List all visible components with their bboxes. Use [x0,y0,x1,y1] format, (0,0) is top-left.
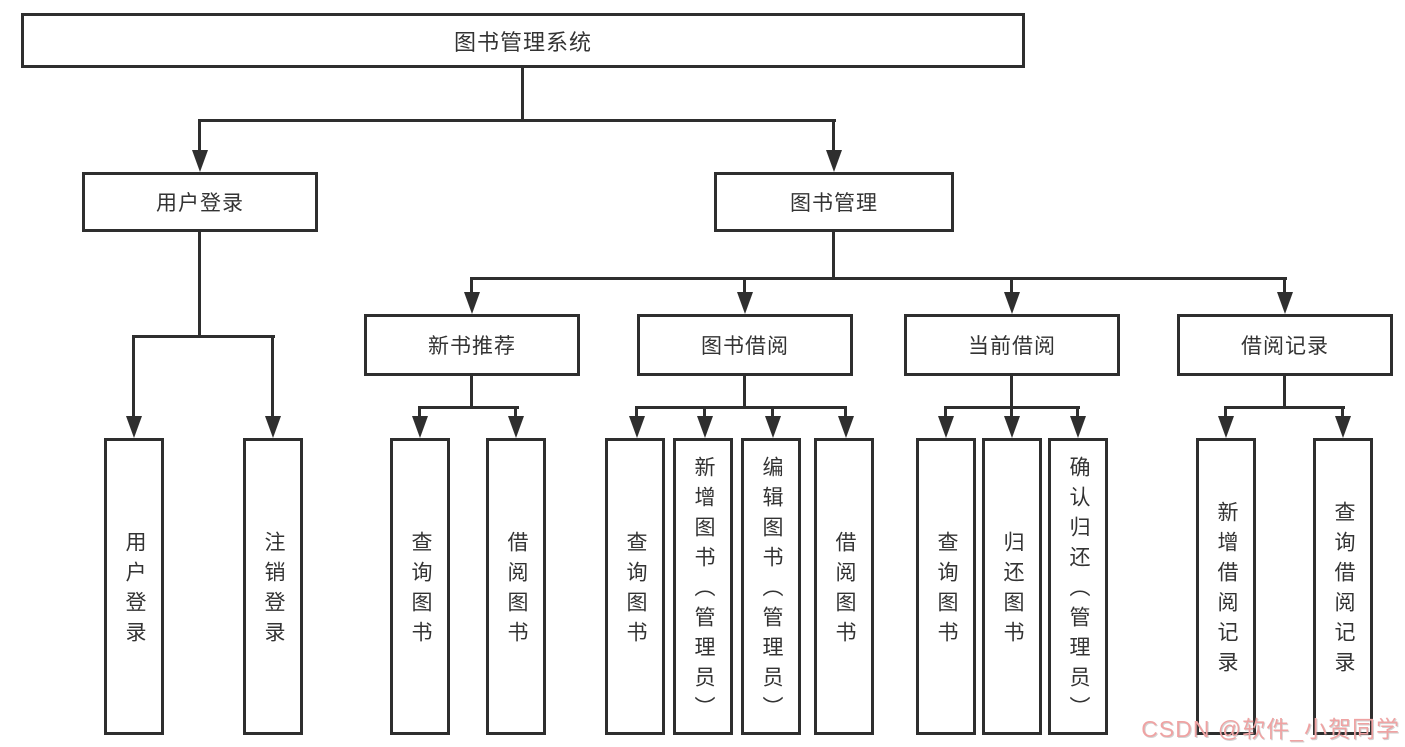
node-label: 新增借阅记录 [1215,501,1238,681]
node-book-management-label: 图书管理 [790,192,878,215]
node-leaf-confirm-return-admin: 确认归还（管理员） [1048,438,1108,735]
node-label: 新增图书（管理员） [692,456,715,726]
node-borrow-records: 借阅记录 [1177,314,1393,376]
arrow-down-icon [126,416,142,438]
connector-line [1076,406,1079,420]
node-leaf-borrow-books-borrowing: 借阅图书 [814,438,874,735]
node-book-management: 图书管理 [714,172,954,232]
node-leaf-user-login: 用户登录 [104,438,164,735]
node-root-label: 图书管理系统 [453,29,592,55]
connector-line [743,277,746,295]
arrow-down-icon [1070,416,1086,438]
connector-line [418,406,421,420]
arrow-down-icon [1335,416,1351,438]
node-leaf-return-books: 归还图书 [982,438,1042,735]
arrow-down-icon [826,150,842,172]
arrow-down-icon [464,292,480,314]
connector-book-management-stub [832,232,835,279]
connector-user-login-stub [198,232,201,337]
connector-line [1341,406,1344,420]
arrow-down-icon [1004,416,1020,438]
node-label: 查询图书 [935,531,958,651]
connector-line [271,335,274,420]
node-leaf-add-books-admin: 新增图书（管理员） [673,438,733,735]
connector-level1-rail [199,119,836,122]
node-label: 图书借阅 [701,335,789,358]
connector-line [1283,277,1286,295]
arrow-down-icon [838,416,854,438]
node-current-borrowing: 当前借阅 [904,314,1120,376]
node-label: 借阅记录 [1241,335,1329,358]
node-user-login-label: 用户登录 [156,192,244,215]
node-label: 确认归还（管理员） [1067,456,1090,726]
arrow-down-icon [265,416,281,438]
connector-stub [1283,376,1286,408]
connector-to-user-login [198,119,201,155]
node-new-book-recommendation: 新书推荐 [364,314,580,376]
node-label: 查询借阅记录 [1332,501,1355,681]
connector-line [1010,406,1013,420]
node-leaf-borrow-books-recommend: 借阅图书 [486,438,546,735]
connector-line [470,277,473,295]
connector-line [514,406,517,420]
connector-root-stub [521,68,524,120]
node-leaf-search-books-borrowing: 查询图书 [605,438,665,735]
connector-level2-rail [471,277,1287,280]
connector-line [1010,277,1013,295]
connector-rail [1225,406,1345,409]
arrow-down-icon [1277,292,1293,314]
node-root: 图书管理系统 [21,13,1025,68]
node-label: 新书推荐 [428,335,516,358]
node-leaf-add-borrow-record: 新增借阅记录 [1196,438,1256,735]
connector-line [635,406,638,420]
node-user-login: 用户登录 [82,172,318,232]
node-label: 当前借阅 [968,335,1056,358]
arrow-down-icon [737,292,753,314]
arrow-down-icon [1218,416,1234,438]
connector-rail [636,406,846,409]
connector-line [1224,406,1227,420]
arrow-down-icon [192,150,208,172]
csdn-watermark: CSDN @软件_小贺同学 [1141,716,1400,742]
connector-line [703,406,706,420]
connector-line [771,406,774,420]
node-leaf-search-borrow-record: 查询借阅记录 [1313,438,1373,735]
arrow-down-icon [697,416,713,438]
node-book-borrowing: 图书借阅 [637,314,853,376]
node-leaf-edit-books-admin: 编辑图书（管理员） [741,438,801,735]
connector-to-book-management [832,119,835,155]
connector-rail [419,406,519,409]
arrow-down-icon [938,416,954,438]
node-label: 查询图书 [409,531,432,651]
node-label: 归还图书 [1001,531,1024,651]
arrow-down-icon [629,416,645,438]
arrow-down-icon [765,416,781,438]
node-leaf-search-books-recommend: 查询图书 [390,438,450,735]
node-leaf-logout: 注销登录 [243,438,303,735]
node-label: 借阅图书 [833,531,856,651]
connector-stub [743,376,746,408]
connector-stub [470,376,473,408]
node-label: 编辑图书（管理员） [760,456,783,726]
node-label: 用户登录 [123,531,146,651]
connector-line [944,406,947,420]
connector-line [132,335,135,420]
arrow-down-icon [412,416,428,438]
connector-line [844,406,847,420]
node-label: 查询图书 [624,531,647,651]
node-leaf-search-books-current: 查询图书 [916,438,976,735]
node-label: 借阅图书 [505,531,528,651]
connector-stub [1010,376,1013,408]
node-label: 注销登录 [262,531,285,651]
arrow-down-icon [1004,292,1020,314]
arrow-down-icon [508,416,524,438]
connector-user-login-rail [133,335,275,338]
